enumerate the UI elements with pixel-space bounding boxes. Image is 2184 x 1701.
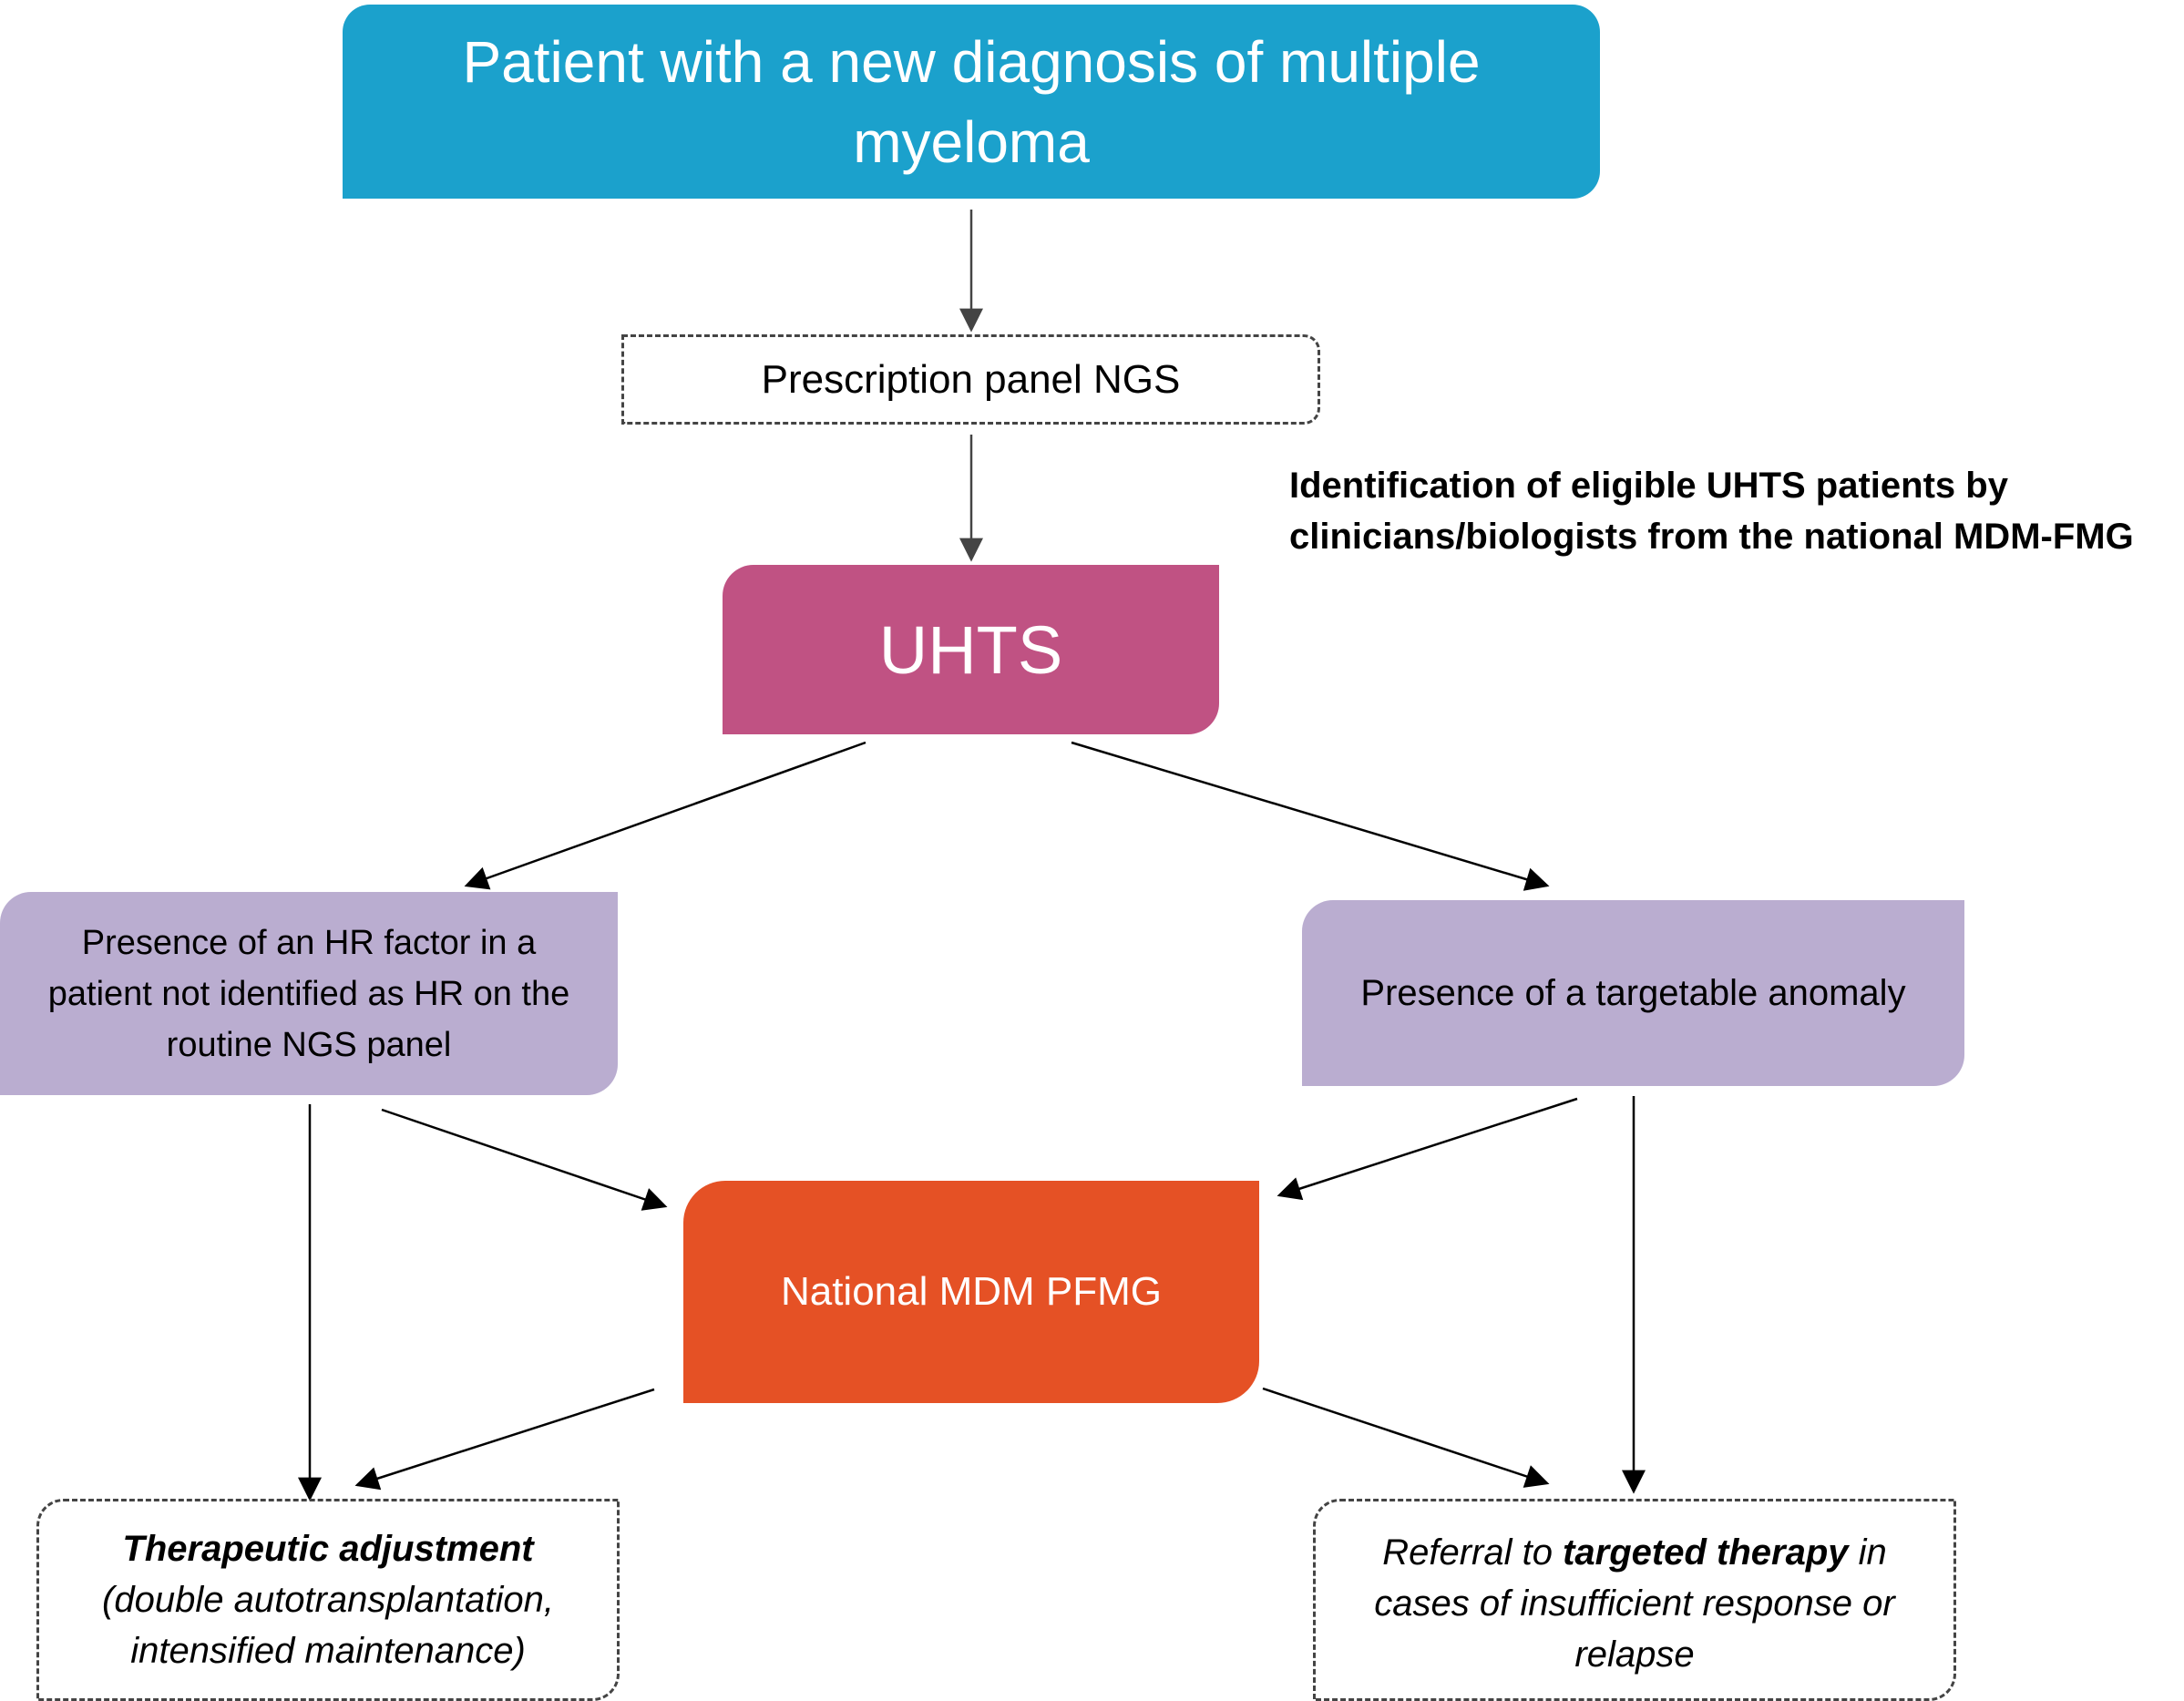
node-new-diagnosis-label: Patient with a new diagnosis of multiple… [462,28,1481,175]
node-national-mdm-pfmg: National MDM PFMG [683,1181,1259,1403]
node-uhts: UHTS [723,565,1219,734]
node-uhts-label: UHTS [878,611,1063,688]
node-hr-factor-label: Presence of an HR factor in a patient no… [47,923,570,1064]
node-national-mdm-pfmg-label: National MDM PFMG [780,1269,1163,1314]
arrow-mdm-to-therapy [354,1388,655,1491]
arrow-mdm-to-referral [1262,1387,1550,1488]
eligibility-annotation: Identification of eligible UHTS patients… [1289,466,2134,557]
node-hr-factor: Presence of an HR factor in a patient no… [0,892,618,1095]
node-prescription-ngs: Prescription panel NGS [621,334,1320,425]
arrow-uhts-to-targetable [1071,741,1550,891]
node-therapeutic-adjustment: Therapeutic adjustment (double autotrans… [36,1499,620,1701]
arrow-targetable-to-mdm [1277,1097,1578,1201]
node-targetable-anomaly-label: Presence of a targetable anomaly [1360,972,1906,1013]
therapy-detail: (double autotransplantation, intensified… [102,1580,554,1671]
therapy-title: Therapeutic adjustment [122,1529,534,1569]
referral-suffix: in cases of insufficient response or rel… [1374,1532,1895,1675]
referral-prefix: Referral to [1382,1532,1564,1573]
referral-emphasis: targeted therapy [1563,1532,1849,1573]
arrow-hr-factor-to-mdm [381,1108,668,1211]
arrow-uhts-to-hr-factor [464,741,866,890]
node-prescription-ngs-label: Prescription panel NGS [761,356,1181,402]
node-new-diagnosis: Patient with a new diagnosis of multiple… [343,5,1600,199]
node-targetable-anomaly: Presence of a targetable anomaly [1302,900,1964,1086]
node-targeted-therapy-referral: Referral to targeted therapy in cases of… [1313,1499,1956,1701]
